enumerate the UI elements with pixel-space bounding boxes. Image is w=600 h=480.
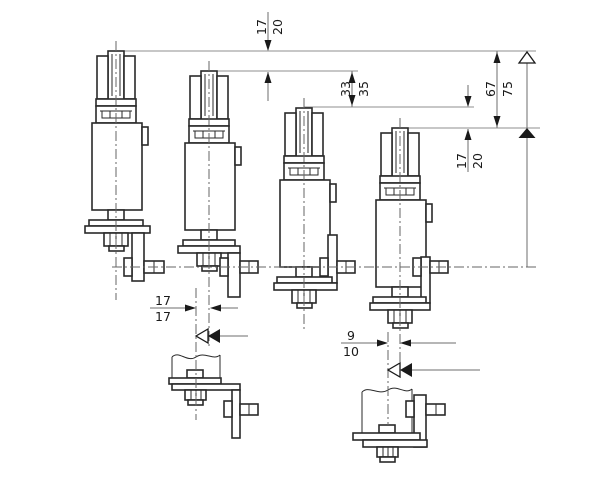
dimension-overall-right: 67 75 (483, 51, 515, 128)
dim-value-primary: 9 (347, 328, 355, 343)
dim-value-primary: 17 (254, 19, 269, 35)
solenoid-device-4 (369, 127, 449, 329)
direction-filled-arrow-icon (208, 329, 220, 343)
partial-bracket-view-left (168, 354, 259, 439)
dim-value-primary: 33 (338, 81, 353, 97)
dimension-left-offset: 17 17 (150, 293, 238, 324)
dim-value-secondary: 17 (155, 309, 171, 324)
dim-value-secondary: 20 (470, 153, 485, 169)
direction-marker-left (194, 327, 248, 345)
solenoid-device-2 (177, 70, 259, 298)
direction-open-arrow-icon (194, 327, 209, 345)
dimension-right-offset: 9 10 (341, 328, 456, 359)
dim-value-secondary: 75 (500, 81, 515, 97)
direction-marker-right (386, 361, 480, 379)
dim-value-secondary: 35 (356, 81, 371, 97)
dimension-mid-stroke: 33 35 (338, 71, 371, 107)
datum-line (517, 50, 537, 267)
dim-value-primary: 67 (483, 81, 498, 97)
datum-open-arrow-icon (517, 50, 537, 64)
direction-open-arrow-icon (386, 361, 401, 379)
dim-value-primary: 17 (454, 153, 469, 169)
dimension-right-stroke: 17 20 (454, 85, 485, 172)
dim-value-secondary: 10 (343, 344, 359, 359)
solenoid-device-1 (84, 50, 165, 282)
solenoid-device-3 (273, 107, 356, 309)
dimension-top-stroke: 17 20 (254, 12, 285, 101)
dim-value-primary: 17 (155, 293, 171, 308)
dim-value-secondary: 20 (270, 19, 285, 35)
partial-bracket-view-right (352, 387, 446, 463)
datum-filled-arrow-icon (518, 128, 536, 138)
direction-filled-arrow-icon (400, 363, 412, 377)
